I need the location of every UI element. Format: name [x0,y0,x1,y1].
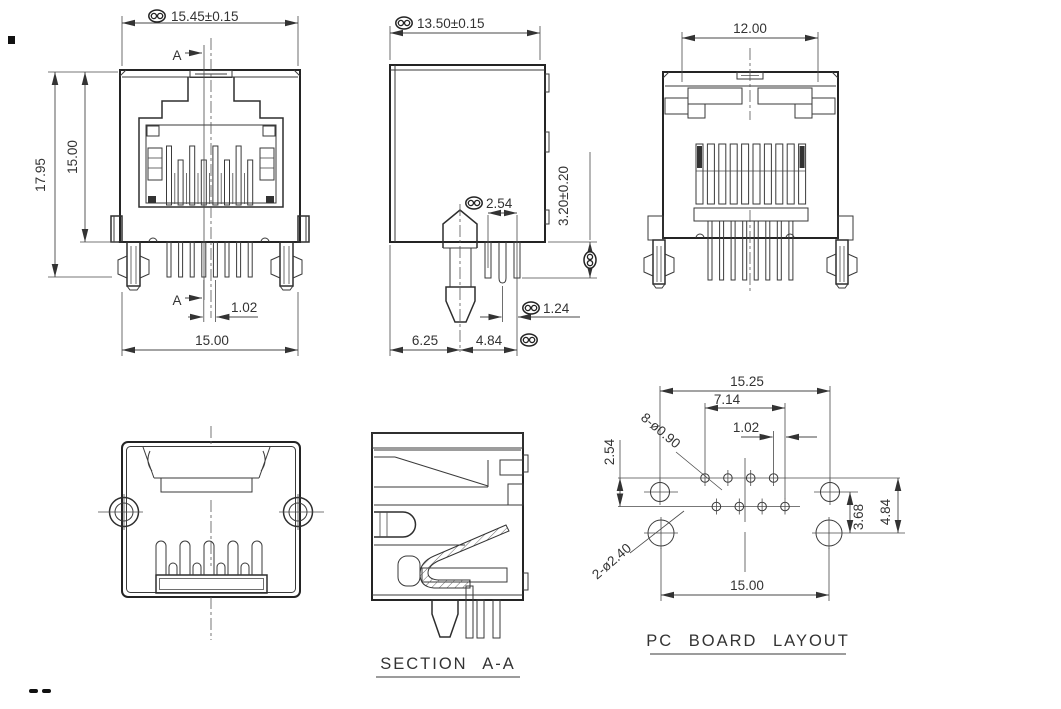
inspection-symbol-icon [395,16,413,30]
pcb-title: PC BOARD LAYOUT [646,632,850,650]
section-plunger [374,511,417,538]
dim-front-bottom-width: 15.00 [195,333,229,348]
front-mount-post-left [117,241,150,291]
pcb-mount-holes [650,479,840,505]
dim-side-standoff: 3.20±0.20 [556,166,571,226]
section-title: SECTION A-A [380,655,516,673]
rear-comb [695,143,807,205]
dim-front-pin-pitch: 1.02 [231,300,257,315]
dim-side-depth: 13.50±0.15 [417,16,484,31]
section-marker-a-bottom: A [172,293,181,308]
dim-pcb-latch-span: 15.00 [730,578,764,593]
dim-side-pin-spacing: 2.54 [486,196,513,211]
inspection-symbol-icon [522,301,540,315]
bottom-latch-profile [142,446,271,493]
callout-contact-holes: 8-ø0.90 [638,410,683,451]
side-pins [484,241,521,284]
rear-view: 12.00 [643,21,858,292]
inspection-symbol-icon [520,333,538,347]
inspection-symbol-icon [583,251,597,269]
section-contact-spring [419,524,510,589]
inspection-symbol-icon [465,196,483,210]
dim-side-latch-to-pin: 4.84 [476,333,503,348]
front-contacts [148,145,274,206]
bottom-pin-block [155,540,268,594]
rear-mount-post-right [826,215,858,289]
front-view: 15.45±0.15 A A 1.02 15.00 17.95 15.00 [33,9,310,356]
inspection-symbol-icon [148,9,166,23]
dim-front-body-height: 15.00 [65,140,80,174]
front-mount-post-right [270,241,303,291]
bottom-boss-left [98,494,143,530]
dim-side-front-to-latch: 6.25 [412,333,438,348]
rear-pins [707,220,794,281]
dim-pcb-mount-to-upper-row: 4.84 [878,498,893,525]
dim-pcb-pin-span: 7.14 [714,392,741,407]
dim-front-total-height: 17.95 [33,158,48,192]
dim-pcb-mount-to-lower-row: 3.68 [851,504,866,530]
dim-side-pin-offset: 1.24 [543,301,570,316]
dim-rear-inner-width: 12.00 [733,21,767,36]
section-view: SECTION A-A [371,432,529,678]
front-pins [166,241,253,278]
dim-pcb-mount-span: 15.25 [730,374,764,389]
pcb-latch-holes [644,517,846,549]
section-marker-a-top: A [172,48,181,63]
artifact-mark [8,36,15,44]
corner-marks [29,689,51,693]
bottom-boss-right [279,494,324,530]
dim-front-width: 15.45±0.15 [171,9,238,24]
pcb-layout: 15.25 7.14 1.02 2.54 8-ø0.90 3.68 4.84 1… [589,374,905,655]
dim-pcb-row-pitch: 2.54 [602,438,617,465]
pcb-contact-holes [700,470,790,515]
dim-pcb-stagger: 1.02 [733,420,759,435]
side-view: 13.50±0.15 2.54 3.20±0.20 1.24 6.25 4.84 [389,16,597,356]
bottom-view [98,426,324,640]
rear-mount-post-left [643,215,675,289]
callout-latch-holes: 2-ø2.40 [589,540,634,582]
